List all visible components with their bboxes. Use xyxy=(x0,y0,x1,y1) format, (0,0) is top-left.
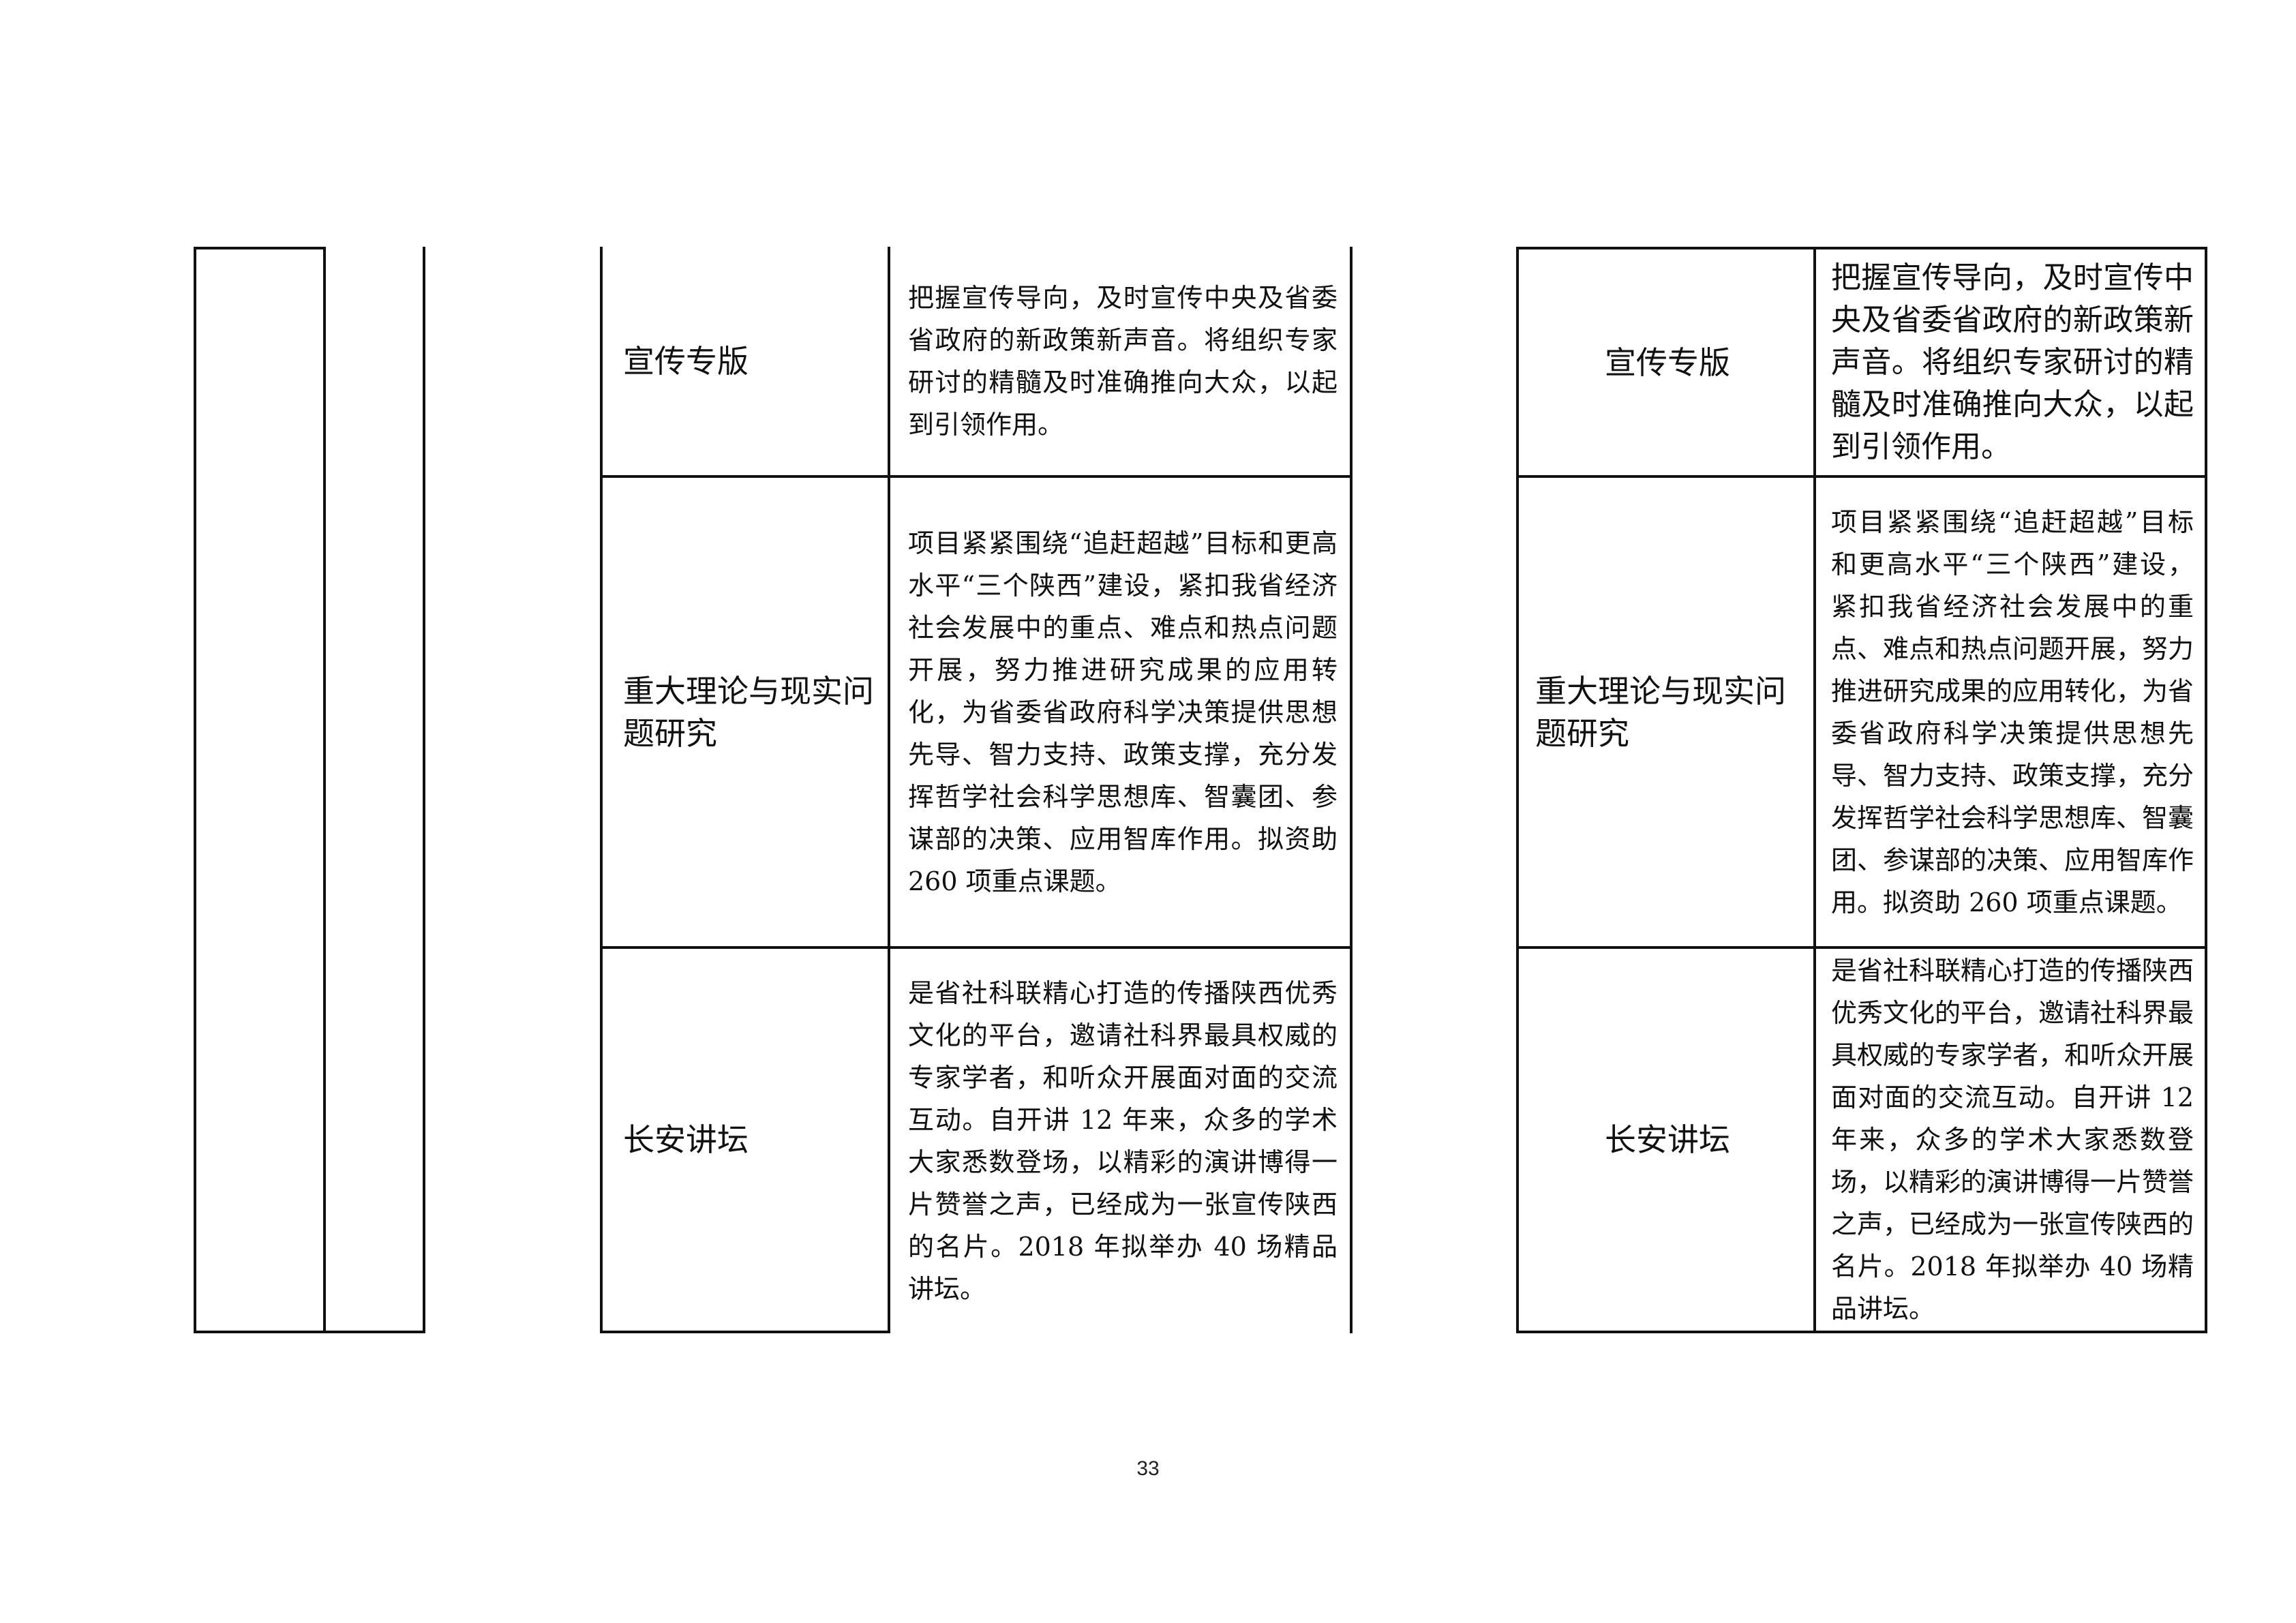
right-row-1-name: 宣传专版 xyxy=(1605,344,1730,381)
right-row-3-name: 长安讲坛 xyxy=(1605,1121,1730,1158)
middle-row-2-desc-cell: 项目紧紧围绕“追赶超越”目标和更高水平“三个陕西”建设，紧扣我省经济社会发展中的… xyxy=(890,478,1350,946)
right-row-3-name-cell: 长安讲坛 xyxy=(1519,949,1813,1331)
right-row-3-desc-cell: 是省社科联精心打造的传播陕西优秀文化的平台，邀请社科界最具权威的专家学者，和听众… xyxy=(1816,949,2205,1331)
page-number: 33 xyxy=(1136,1457,1160,1480)
right-row-2-name-cell: 重大理论与现实问题研究 xyxy=(1519,478,1813,946)
right-table-top-border xyxy=(1516,247,2207,249)
right-row-1-name-cell: 宣传专版 xyxy=(1519,249,1813,475)
middle-table-column-divider xyxy=(888,247,890,1333)
middle-row-2-name: 重大理论与现实问题研究 xyxy=(623,672,874,752)
right-table-column-divider xyxy=(1813,247,1816,1333)
left-table-outer-border xyxy=(194,247,196,1333)
middle-row-2-desc: 项目紧紧围绕“追赶超越”目标和更高水平“三个陕西”建设，紧扣我省经济社会发展中的… xyxy=(908,528,1338,896)
middle-table-left-border xyxy=(600,247,603,1333)
right-row-3-desc: 是省社科联精心打造的传播陕西优秀文化的平台，邀请社科界最具权威的专家学者，和听众… xyxy=(1831,956,2194,1324)
left-table-column-divider xyxy=(323,247,326,1333)
middle-row-1-name-cell: 宣传专版 xyxy=(603,247,888,475)
middle-row-1-name: 宣传专版 xyxy=(623,342,749,380)
middle-row-3-name: 长安讲坛 xyxy=(623,1121,749,1158)
middle-table-bottom-border xyxy=(600,1331,890,1333)
left-table-top-border xyxy=(194,247,326,249)
middle-row-3-name-cell: 长安讲坛 xyxy=(603,949,888,1331)
middle-table-right-border xyxy=(1350,247,1353,1333)
right-table-bottom-border xyxy=(1516,1331,2207,1333)
left-table-right-border xyxy=(423,247,425,1333)
right-table-row-divider xyxy=(1516,475,2207,478)
right-table-right-border xyxy=(2205,247,2207,1333)
left-table-bottom-border xyxy=(194,1331,425,1333)
middle-row-3-desc-cell: 是省社科联精心打造的传播陕西优秀文化的平台，邀请社科界最具权威的专家学者，和听众… xyxy=(890,949,1350,1331)
middle-row-1-desc-cell: 把握宣传导向，及时宣传中央及省委省政府的新政策新声音。将组织专家研讨的精髓及时准… xyxy=(890,247,1350,475)
middle-row-2-name-cell: 重大理论与现实问题研究 xyxy=(603,478,888,946)
right-row-2-desc: 项目紧紧围绕“追赶超越”目标和更高水平“三个陕西”建设，紧扣我省经济社会发展中的… xyxy=(1831,506,2194,917)
right-row-1-desc: 把握宣传导向，及时宣传中央及省委省政府的新政策新声音。将组织专家研讨的精髓及时准… xyxy=(1831,260,2194,464)
middle-table-row-divider xyxy=(600,475,1353,478)
middle-row-1-desc: 把握宣传导向，及时宣传中央及省委省政府的新政策新声音。将组织专家研讨的精髓及时准… xyxy=(908,282,1338,440)
right-table-left-border xyxy=(1516,247,1519,1333)
right-row-2-desc-cell: 项目紧紧围绕“追赶超越”目标和更高水平“三个陕西”建设，紧扣我省经济社会发展中的… xyxy=(1816,478,2205,946)
right-table-row-divider xyxy=(1516,946,2207,949)
middle-row-3-desc: 是省社科联精心打造的传播陕西优秀文化的平台，邀请社科界最具权威的专家学者，和听众… xyxy=(908,978,1338,1304)
right-row-1-desc-cell: 把握宣传导向，及时宣传中央及省委省政府的新政策新声音。将组织专家研讨的精髓及时准… xyxy=(1816,249,2205,475)
right-row-2-name: 重大理论与现实问题研究 xyxy=(1535,672,1786,752)
middle-table-row-divider xyxy=(600,946,1353,949)
